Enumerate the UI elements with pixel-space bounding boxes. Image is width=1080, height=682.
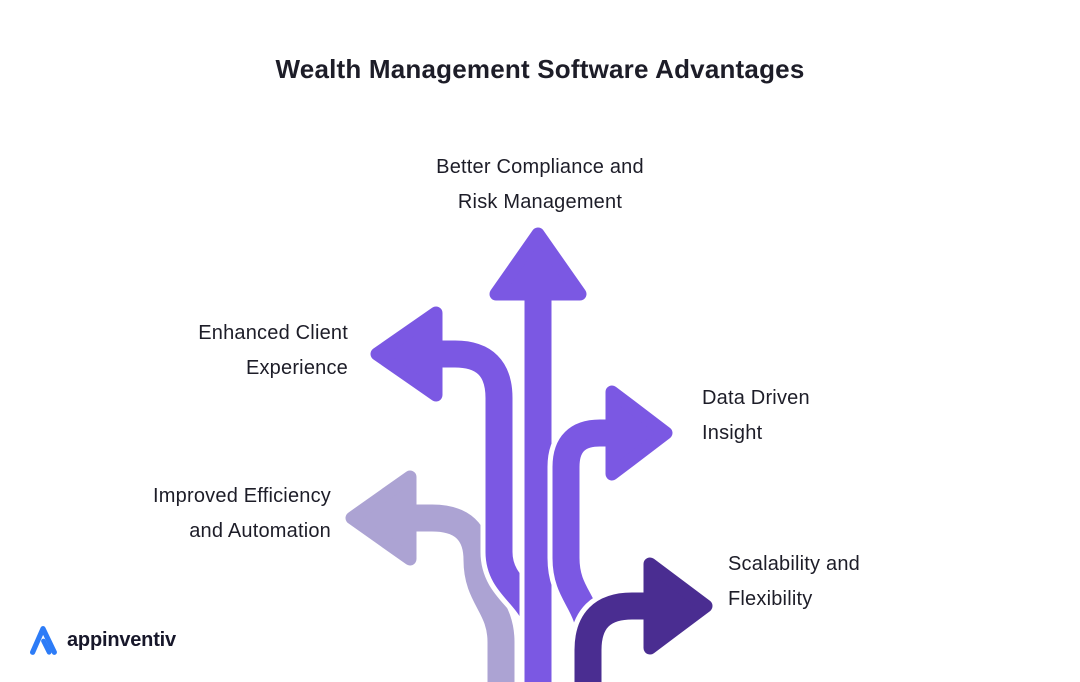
label-line: Scalability and [728, 553, 860, 575]
better-compliance-arrow [483, 221, 593, 682]
label-line: Data Driven [702, 387, 810, 409]
improved-efficiency-arrow [339, 464, 520, 682]
data-driven-arrowhead-icon [605, 385, 673, 481]
appinventiv-logo-icon [30, 626, 57, 655]
appinventiv-logo-text: appinventiv [67, 628, 176, 651]
page-title: Wealth Management Software Advantages [275, 54, 805, 84]
label-line: and Automation [189, 520, 331, 542]
better-compliance-arrowhead-icon [489, 227, 587, 301]
label-improved-efficiency: Improved Efficiency and Automation [153, 479, 331, 549]
label-line: Risk Management [457, 191, 623, 213]
scalability-arrow-shaft [574, 592, 664, 682]
appinventiv-logo: appinventiv [26, 622, 176, 658]
enhanced-client-arrowhead-icon [370, 306, 443, 402]
scalability-arrowhead-icon [643, 557, 713, 655]
logo-triangle-inner [41, 638, 52, 655]
scalability-arrow [569, 551, 719, 682]
label-scalability: Scalability and Flexibility [728, 547, 860, 617]
label-line: Insight [702, 422, 763, 444]
label-line: Improved Efficiency [153, 485, 331, 507]
label-enhanced-client: Enhanced Client Experience [198, 316, 348, 386]
label-line: Better Compliance and [436, 156, 644, 178]
logo-triangle [30, 626, 57, 655]
improved-efficiency-arrowhead-icon [345, 470, 417, 566]
improved-efficiency-arrow-shaft [396, 504, 515, 682]
label-line: Flexibility [728, 588, 813, 610]
label-data-driven: Data Driven Insight [702, 381, 810, 451]
label-line: Enhanced Client [198, 322, 348, 344]
label-better-compliance: Better Compliance and Risk Management [0, 150, 1080, 220]
label-line: Experience [245, 357, 348, 379]
